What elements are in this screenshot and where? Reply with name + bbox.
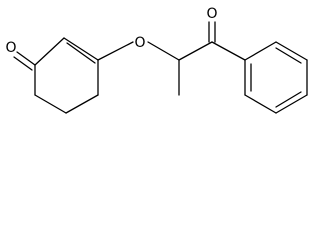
ketone-oxygen-label: O xyxy=(206,6,217,22)
ring-bond-c1-c2 xyxy=(34,37,65,66)
ring-ketone-oxygen-label: O xyxy=(5,40,16,56)
enol-ether-bond-right xyxy=(147,41,180,61)
ether-oxygen-label: O xyxy=(134,35,145,51)
phenyl-bond-5 xyxy=(244,94,277,114)
enol-ether-bond-left xyxy=(97,41,134,61)
ring-double-bond-c2-c3 xyxy=(66,42,96,64)
ring-carbonyl-bond-b xyxy=(13,56,33,71)
carbonyl-to-phenyl-bond xyxy=(211,41,246,61)
structure-diagram: O O O xyxy=(5,6,308,114)
phenyl-bond-4 xyxy=(275,94,308,114)
ring-carbonyl-bond-a xyxy=(16,51,36,66)
ring-bond-c5-c6 xyxy=(34,94,67,114)
ring-bond-c4-c5 xyxy=(65,94,99,114)
phenyl-bond-1 xyxy=(244,41,277,61)
chain-bond-to-carbonyl xyxy=(178,41,213,61)
molecule-drawing: O O O xyxy=(5,6,308,114)
phenyl-double-bond-a xyxy=(275,47,302,64)
phenyl-double-bond-b xyxy=(275,91,302,108)
ring-bond-c2-c3 xyxy=(63,37,99,61)
phenyl-bond-2 xyxy=(275,41,308,61)
